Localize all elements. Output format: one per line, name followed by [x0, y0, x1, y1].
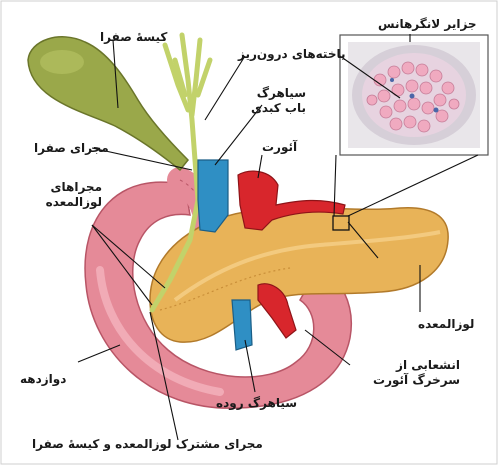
pancreatic-ducts-label: مجراهای لوزالمعده: [18, 180, 102, 210]
bile-duct-label: مجرای صفرا: [34, 141, 109, 156]
langerhans-islets-label: جزایر لانگرهانس: [378, 17, 477, 32]
aorta-branch-label: انشعابی از سرخرگ آئورت: [350, 358, 460, 388]
gallbladder-label: کیسهٔ صفرا: [100, 30, 167, 45]
duodenum-label: دوازدهه: [20, 372, 66, 387]
pancreas-label: لوزالمعده: [418, 317, 474, 332]
langerhans-inset: [340, 35, 488, 155]
aorta-label: آئورت: [262, 140, 297, 155]
endocrine-cells-label: یاخته‌های درون‌ریز: [238, 47, 345, 62]
intestinal-vein-label: سیاهرگ روده: [216, 396, 297, 411]
common-duct-label: مجرای مشترک لوزالمعده و کیسهٔ صفرا: [32, 437, 263, 452]
portal-vein-label: سیاهرگ باب کبدی: [246, 86, 306, 116]
